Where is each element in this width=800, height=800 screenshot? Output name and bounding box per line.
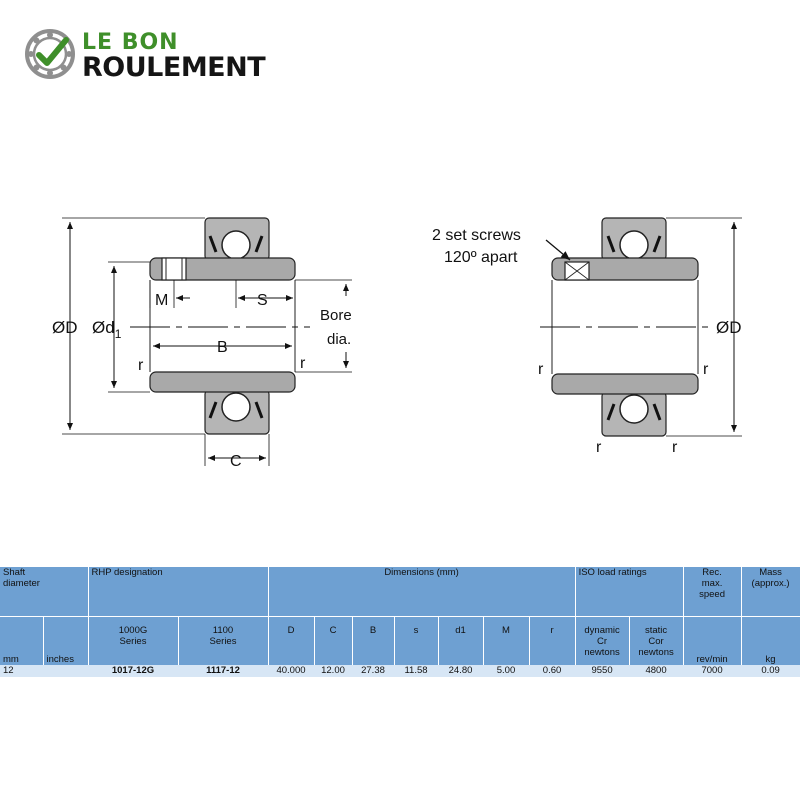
cell-s: 11.58: [394, 665, 438, 677]
label-c: C: [230, 453, 242, 470]
subheader-b: B: [352, 616, 395, 665]
cell-b: 27.38: [352, 665, 394, 677]
table-row: 12 1017-12G 1117-12 40.000 12.00 27.38 1…: [0, 665, 800, 677]
label-set-screws: 2 set screws: [432, 227, 521, 244]
cell-r: 0.60: [529, 665, 576, 677]
bearing-check-icon: [25, 29, 75, 79]
subheader-r: r: [529, 616, 576, 665]
subheader-dynamic-cr: dynamic Cr newtons: [575, 616, 630, 665]
subheader-inches: inches: [43, 616, 89, 665]
subheader-static-cor: static Cor newtons: [629, 616, 684, 665]
label-m: M: [155, 292, 168, 309]
header-mass: Mass (approx.): [741, 567, 800, 617]
label-outer-diameter-left: ØD: [52, 318, 78, 337]
subheader-mm: mm: [0, 616, 44, 665]
table-header-row-2: mm inches 1000G Series 1100 Series D C B…: [0, 616, 800, 665]
ball-top: [221, 230, 251, 260]
label-r-inner-right: r: [703, 361, 709, 378]
subheader-m: M: [483, 616, 530, 665]
subheader-1000g-series: 1000G Series: [88, 616, 179, 665]
bearing-technical-drawing: ØD Ød1 M S B Bore dia. r r C 2 set scre: [52, 217, 742, 470]
label-outer-diameter-right: ØD: [716, 318, 742, 337]
header-iso-load-ratings: ISO load ratings: [575, 567, 684, 617]
label-r-left: r: [138, 357, 144, 374]
left-section-view: ØD Ød1 M S B Bore dia. r r C: [52, 217, 352, 470]
cell-d: 40.000: [268, 665, 314, 677]
label-d1: Ød1: [92, 318, 122, 341]
header-dimensions: Dimensions (mm): [268, 567, 576, 617]
label-s: S: [257, 292, 268, 309]
cell-c: 12.00: [314, 665, 352, 677]
cell-inches: [43, 665, 88, 677]
brand-line2: ROULEMENT: [82, 52, 266, 83]
subheader-d: D: [268, 616, 315, 665]
cell-d1: 24.80: [438, 665, 483, 677]
cell-mm: 12: [0, 665, 43, 677]
subheader-rev-min: rev/min: [683, 616, 742, 665]
subheader-s: s: [394, 616, 439, 665]
cell-cr: 9550: [575, 665, 630, 677]
bearing-spec-table: Shaft diameter RHP designation Dimension…: [0, 567, 800, 677]
label-b: B: [217, 339, 228, 356]
header-rhp-designation: RHP designation: [88, 567, 269, 617]
brand-line1: LE BON: [82, 30, 179, 55]
label-120-apart: 120º apart: [444, 249, 518, 266]
header-shaft-diameter: Shaft diameter: [0, 567, 89, 617]
subheader-1100-series: 1100 Series: [178, 616, 269, 665]
right-section-view: 2 set screws 120º apart ØD r r r r: [432, 217, 742, 456]
label-r-bottom-right: r: [672, 439, 678, 456]
brand-logo: LE BON ROULEMENT: [24, 28, 304, 84]
label-bore: Bore: [320, 307, 352, 324]
ball-bottom: [221, 392, 251, 422]
cell-m: 5.00: [483, 665, 529, 677]
label-r-right: r: [300, 355, 306, 372]
table-header-row-1: Shaft diameter RHP designation Dimension…: [0, 567, 800, 617]
label-dia: dia.: [327, 331, 351, 348]
cell-mass: 0.09: [741, 665, 800, 677]
cell-1000g-series: 1017-12G: [88, 665, 178, 677]
cell-speed: 7000: [683, 665, 742, 677]
subheader-d1: d1: [438, 616, 484, 665]
label-r-inner-left: r: [538, 361, 544, 378]
subheader-kg: kg: [741, 616, 800, 665]
label-r-bottom-left: r: [596, 439, 602, 456]
cell-1100-series: 1117-12: [178, 665, 268, 677]
cell-cor: 4800: [629, 665, 684, 677]
subheader-c: C: [314, 616, 353, 665]
header-rec-max-speed: Rec. max. speed: [683, 567, 742, 617]
